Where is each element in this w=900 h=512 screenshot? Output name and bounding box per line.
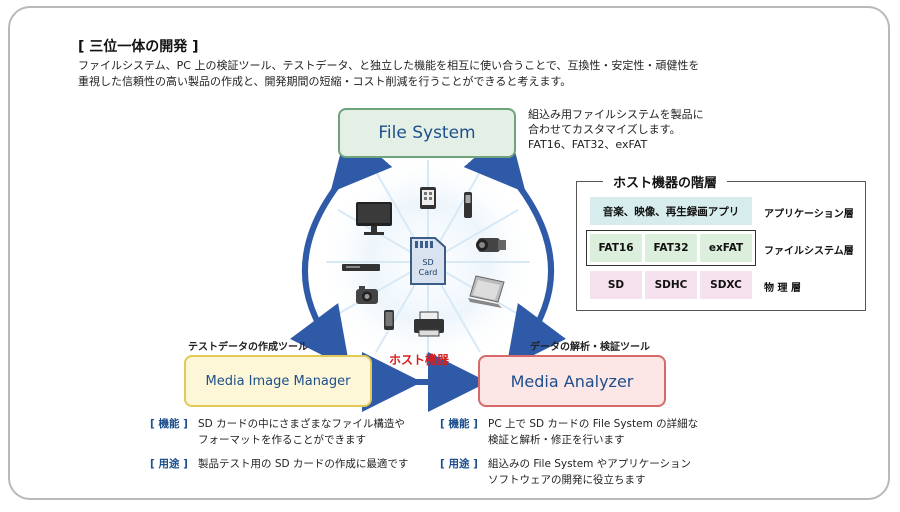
phys-layer-cell-sdhc: SDHC: [645, 271, 697, 299]
media-image-manager-box: Media Image Manager: [184, 355, 372, 407]
camcorder-icon: [476, 238, 506, 252]
ma-function-line-2: 検証と解析・修正を行います: [488, 434, 625, 446]
tablet-icon: [420, 187, 436, 209]
fs-layer-label: ファイルシステム層: [764, 246, 854, 257]
phys-layer-label: 物 理 層: [764, 283, 801, 294]
ma-usage-line-2: ソフトウェアの開発に役立ちます: [488, 474, 646, 486]
file-system-desc-line-2: 合わせてカスタマイズします。: [528, 123, 681, 136]
host-device-label: ホスト機器: [389, 353, 450, 367]
intro-line-2: 重視した信頼性の高い製品の作成と、開発期間の短縮・コスト削減を行うことができると…: [78, 75, 572, 88]
mim-function-tag: [ 機能 ]: [150, 418, 188, 430]
ma-usage-line-1: 組込みの File System やアプリケーション: [488, 458, 692, 470]
tv-icon: [356, 202, 392, 235]
mim-function-line-1: SD カードの中にさまざまなファイル構造や: [198, 418, 405, 430]
ma-usage: [ 用途 ] 組込みの File System やアプリケーションソフトウェアの開…: [440, 456, 691, 488]
arrow-fs-to-ma: [463, 127, 566, 370]
ma-function-tag: [ 機能 ]: [440, 418, 478, 430]
fs-layer-cell-exfat: exFAT: [700, 234, 752, 262]
sd-card-line1: SD: [422, 258, 433, 267]
sd-card-line2: Card: [419, 268, 438, 277]
ma-caption: データの解析・検証ツール: [530, 342, 650, 353]
camera-icon: [356, 286, 378, 304]
mim-function: [ 機能 ] SD カードの中にさまざまなファイル構造やフォーマットを作ることがで…: [150, 416, 405, 448]
ma-function: [ 機能 ] PC 上で SD カードの File System の詳細な検証と解…: [440, 416, 698, 448]
phys-layer-cell-sdxc: SDXC: [700, 271, 752, 299]
arrow-fs-to-mim: [290, 127, 393, 370]
mim-usage: [ 用途 ] 製品テスト用の SD カードの作成に最適です: [150, 456, 408, 472]
app-layer-cell: 音楽、映像、再生録画アプリ: [590, 197, 752, 225]
fs-layer-outline: [586, 230, 756, 266]
file-system-box: File System: [338, 108, 516, 158]
phone-icon: [464, 192, 472, 218]
media-analyzer-box: Media Analyzer: [478, 355, 666, 407]
intro-line-1: ファイルシステム、PC 上の検証ツール、テストデータ、と独立した機能を相互に使い…: [78, 59, 700, 72]
file-system-desc-line-3: FAT16、FAT32、exFAT: [528, 138, 648, 151]
fs-layer-cell-fat32: FAT32: [645, 234, 697, 262]
mim-usage-line-1: 製品テスト用の SD カードの作成に最適です: [198, 458, 409, 470]
file-system-desc-line-1: 組込み用ファイルシステムを製品に: [528, 108, 704, 121]
mim-usage-tag: [ 用途 ]: [150, 458, 188, 470]
app-layer-label: アプリケーション層: [764, 209, 854, 220]
fs-layer-cell-fat16: FAT16: [590, 234, 642, 262]
smartphone-icon: [384, 310, 394, 330]
ma-usage-tag: [ 用途 ]: [440, 458, 478, 470]
host-layers-title: ホスト機器の階層: [603, 172, 728, 191]
page-title: [ 三位一体の開発 ]: [78, 39, 199, 55]
diagram-frame: [8, 6, 890, 500]
sd-card-icon: SD Card: [410, 237, 446, 285]
laptop-icon: [468, 275, 505, 308]
file-system-description: 組込み用ファイルシステムを製品に 合わせてカスタマイズします。 FAT16、FA…: [528, 107, 704, 152]
dvd-player-icon: [342, 264, 380, 271]
ma-function-line-1: PC 上で SD カードの File System の詳細な: [488, 418, 699, 430]
intro-text: ファイルシステム、PC 上の検証ツール、テストデータ、と独立した機能を相互に使い…: [78, 58, 858, 90]
phys-layer-cell-sd: SD: [590, 271, 642, 299]
printer-icon: [414, 311, 444, 337]
mim-function-line-2: フォーマットを作ることができます: [198, 434, 366, 446]
mim-caption: テストデータの作成ツール: [188, 342, 308, 353]
